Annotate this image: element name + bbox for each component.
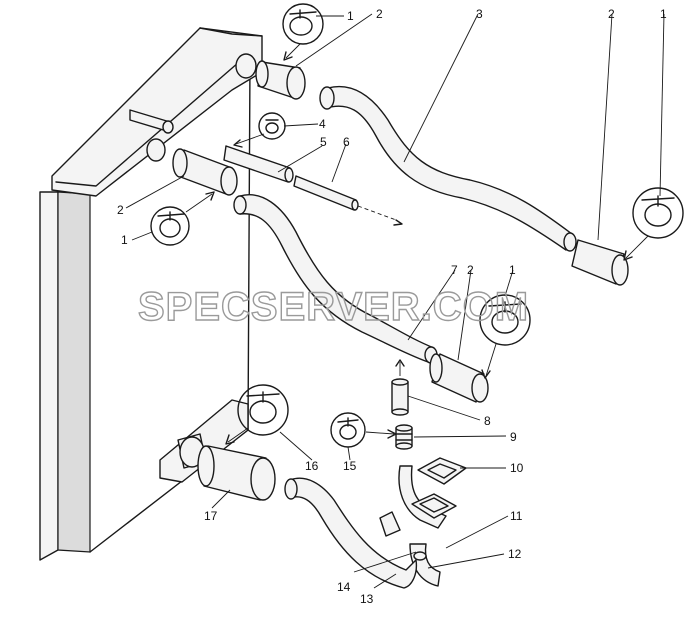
callout-13: 13 — [360, 592, 374, 606]
clamp-inset-1b — [150, 206, 190, 246]
callout-6: 6 — [343, 135, 350, 149]
callout-16: 16 — [305, 459, 319, 473]
watermark-text: SPECSERVER.COM — [138, 285, 529, 329]
callout-17: 17 — [204, 509, 218, 523]
callout-2a: 2 — [376, 7, 383, 21]
callout-9: 9 — [510, 430, 517, 444]
radiator-inlet-side — [146, 138, 166, 162]
hose-2-right — [571, 239, 629, 286]
hose-2-upper — [255, 60, 306, 100]
hose-17 — [197, 445, 276, 501]
radiator — [39, 27, 263, 561]
callout-7: 7 — [451, 263, 458, 277]
callout-2d: 2 — [467, 263, 474, 277]
radiator-filler-cap — [162, 120, 174, 134]
radiator-side-plate — [39, 191, 59, 561]
pointer-arrows — [185, 43, 649, 445]
hose-2-mid — [429, 353, 489, 403]
callout-1c: 1 — [121, 233, 128, 247]
sleeve-9 — [395, 424, 413, 450]
callout-2b: 2 — [608, 7, 615, 21]
callout-5: 5 — [320, 135, 327, 149]
clamp-inset-15 — [330, 412, 366, 448]
pipe-3 — [319, 86, 577, 252]
clamp-inset-4 — [258, 112, 286, 140]
pipe-7 — [233, 194, 438, 364]
radiator-outlet-upper — [235, 53, 257, 79]
clamp-inset-1c — [632, 187, 684, 239]
callout-4: 4 — [319, 117, 326, 131]
outlet-pipe-11 — [398, 465, 457, 587]
pipe-13 — [284, 477, 418, 589]
clamp-inset-16 — [237, 384, 289, 436]
tube-5 — [223, 145, 294, 183]
callout-12: 12 — [508, 547, 522, 561]
rod-6 — [293, 175, 403, 226]
hose-2-left — [172, 148, 238, 196]
radiator-top-tank-ridge — [199, 27, 263, 37]
leader-lines — [125, 13, 665, 589]
callout-labels: 1 2 3 2 1 4 5 6 2 1 7 2 1 8 9 10 11 12 1… — [117, 7, 667, 606]
callout-1b: 1 — [660, 7, 667, 21]
radiator-core-edge — [57, 191, 91, 553]
callout-10: 10 — [510, 461, 524, 475]
callout-2c: 2 — [117, 203, 124, 217]
callout-11: 11 — [510, 509, 523, 523]
sleeve-8 — [391, 359, 409, 416]
callout-15: 15 — [343, 459, 357, 473]
callout-8: 8 — [484, 414, 491, 428]
callout-1d: 1 — [509, 263, 516, 277]
callout-14: 14 — [337, 580, 351, 594]
gasket-10 — [417, 457, 467, 485]
radiator-top-tank-edge — [55, 55, 247, 187]
callout-1a: 1 — [347, 9, 354, 23]
clamp-inset-1a — [282, 3, 324, 45]
callout-3: 3 — [476, 7, 483, 21]
